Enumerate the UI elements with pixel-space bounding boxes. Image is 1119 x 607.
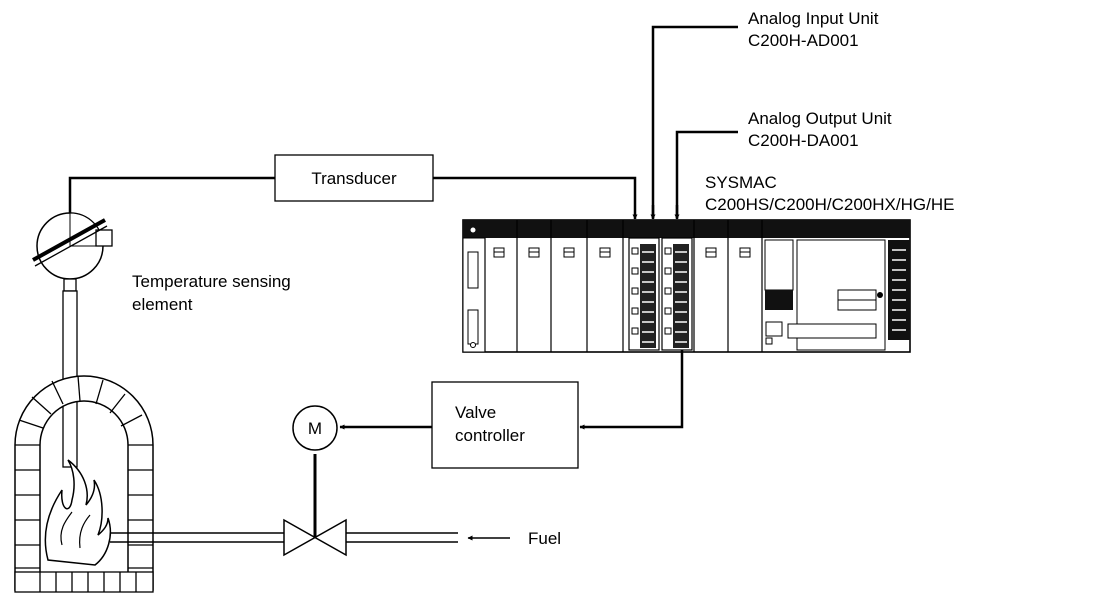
- analog-output-label: Analog Output Unit: [748, 109, 892, 128]
- analog-input-label: Analog Input Unit: [748, 9, 879, 28]
- plc-to-controller-arrow: [579, 350, 684, 430]
- transducer-box: Transducer: [274, 154, 434, 202]
- motor-icon: M: [292, 405, 338, 451]
- fuel-pipe: [110, 532, 458, 543]
- furnace-icon: [14, 375, 154, 593]
- analog-input-callout: Analog Input Unit C200H-AD001: [651, 9, 879, 218]
- valve-icon: [283, 454, 347, 557]
- valve-controller-label: Valve: [455, 403, 496, 422]
- analog-output-callout: Analog Output Unit C200H-DA001: [675, 109, 892, 218]
- transducer-label: Transducer: [311, 169, 397, 188]
- temp-sensor-label-2: element: [132, 295, 193, 314]
- motor-label: M: [308, 419, 322, 438]
- analog-input-model: C200H-AD001: [748, 31, 859, 50]
- valve-controller-label-2: controller: [455, 426, 525, 445]
- sysmac-label: SYSMAC: [705, 173, 777, 192]
- temp-sensor-label: Temperature sensing: [132, 272, 291, 291]
- plc-rack: [462, 219, 911, 353]
- analog-output-model: C200H-DA001: [748, 131, 859, 150]
- sysmac-model: C200HS/C200H/C200HX/HG/HE: [705, 195, 954, 214]
- temperature-sensor-icon: [32, 212, 113, 468]
- valve-controller-box: Valve controller: [431, 381, 579, 469]
- fuel-label: Fuel: [528, 529, 561, 548]
